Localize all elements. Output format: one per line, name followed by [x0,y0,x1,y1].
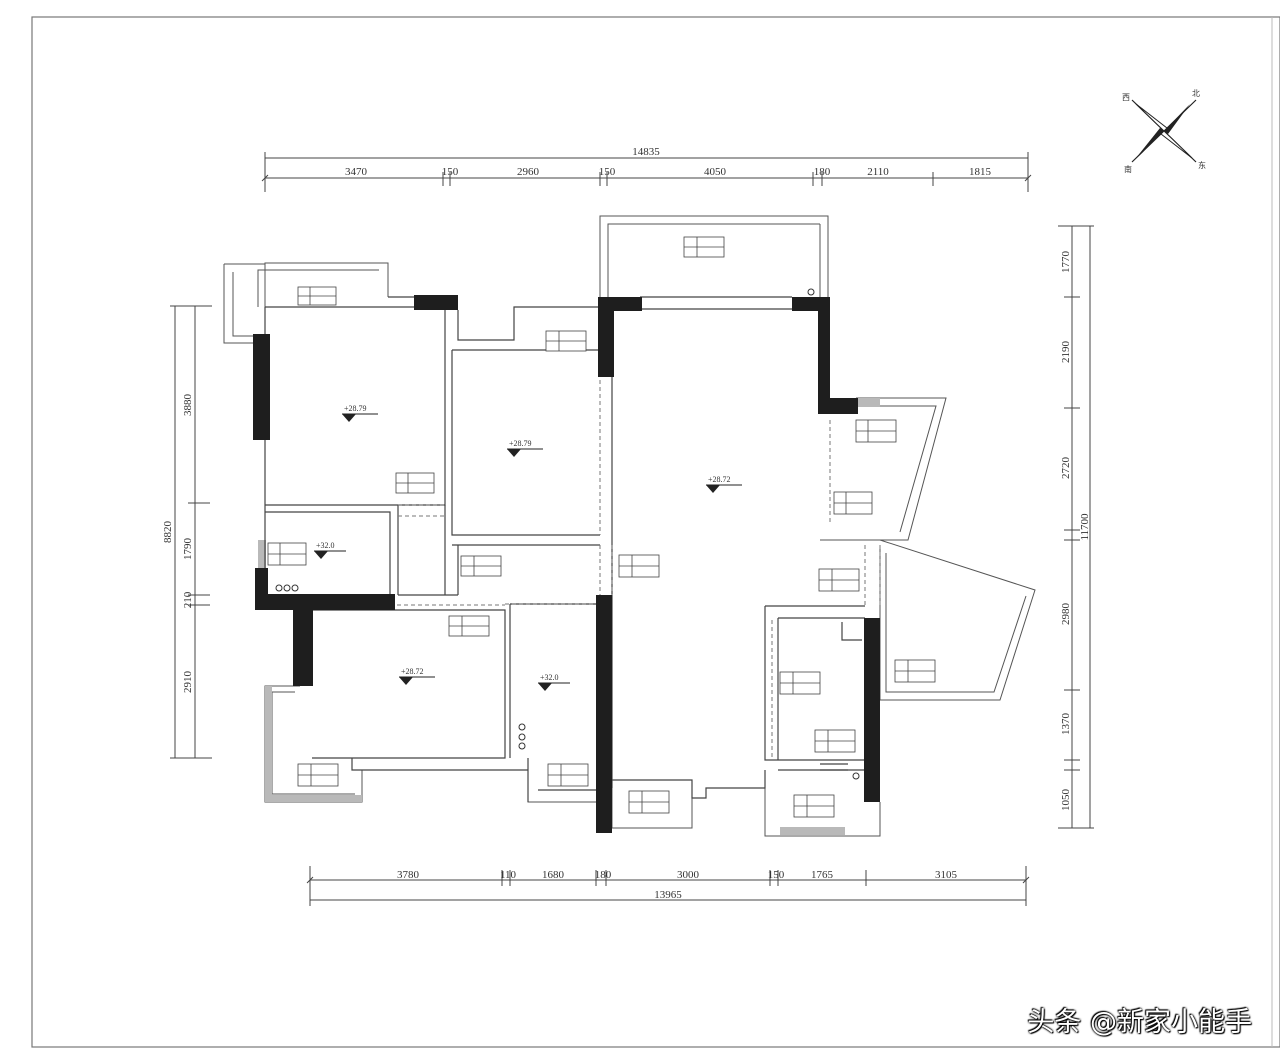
tag [545,330,587,352]
level-marker-living-room: +28.72 [706,475,742,493]
tag [460,555,502,577]
top-dim-4: 150 [599,166,616,178]
bottom-dim-5: 3000 [677,869,700,881]
level-text: +28.79 [344,404,367,413]
bottom-total-dimension: 13965 [654,889,682,901]
level-text: +32.0 [540,673,559,682]
interior-lines [264,296,865,802]
tag [395,472,435,494]
tag [297,763,339,787]
tag [547,763,589,787]
right-dim-4: 2980 [1060,603,1072,626]
tag [833,491,873,515]
bottom-dimension-chain [306,866,1030,906]
level-marker-bedroom-2: +28.79 [507,439,543,457]
tag [818,568,860,592]
left-dim-4: 2910 [182,671,194,694]
level-text: +28.79 [509,439,532,448]
top-dim-8: 1815 [969,166,992,178]
door-openings [390,380,881,758]
compass-east: 东 [1198,160,1206,170]
top-total-dimension: 14835 [632,146,660,158]
right-dim-5: 1370 [1060,713,1072,736]
level-marker-bath-2: +32.0 [538,673,570,691]
bottom-dim-8: 3105 [935,869,958,881]
tag [628,790,670,814]
level-text: +32.0 [316,541,335,550]
bottom-dim-4: 180 [595,869,612,881]
watermark: 头条 @新家小能手 [1027,1007,1252,1038]
fixtures [275,288,860,780]
level-text: +28.72 [708,475,731,484]
top-dim-5: 4050 [704,166,727,178]
tag [683,236,725,258]
left-dim-3: 210 [182,591,194,608]
left-segment-labels: 3880 1790 210 2910 [182,394,194,694]
level-marker-bedroom-1: +28.79 [342,404,378,422]
top-dim-3: 2960 [517,166,540,178]
annotation-tags [267,236,936,818]
right-total-dimension: 11700 [1079,513,1091,541]
structural-walls [253,295,880,833]
top-dim-1: 3470 [345,166,368,178]
tag [297,286,337,306]
compass-north: 北 [1192,89,1200,98]
bottom-segment-labels: 3780 110 1680 180 3000 150 1765 3105 [397,869,958,881]
left-dimension-chain [170,305,212,759]
bottom-dim-7: 1765 [811,869,834,881]
window-fills [258,398,880,835]
top-dim-2: 150 [442,166,459,178]
top-segment-labels: 3470 150 2960 150 4050 180 2110 1815 [345,166,992,178]
compass-west: 西 [1122,93,1130,102]
top-dimension-chain [261,152,1032,192]
top-dim-7: 2110 [867,166,889,178]
tag [267,542,307,566]
drawing-frame [31,16,1280,1048]
level-marker-bath-1: +32.0 [314,541,346,559]
tag [618,554,660,578]
compass-south: 南 [1124,164,1132,174]
right-dimension-chain [1058,225,1094,829]
tag [814,729,856,753]
bottom-dim-3: 1680 [542,869,565,881]
tag [793,794,835,818]
bottom-dim-6: 150 [768,869,785,881]
top-dim-6: 180 [814,166,831,178]
left-total-dimension: 8820 [162,521,174,544]
bottom-dim-1: 3780 [397,869,420,881]
compass-rose: 西 北 南 东 [1122,89,1206,174]
right-dim-3: 2720 [1060,457,1072,480]
right-dim-1: 1770 [1060,251,1072,274]
left-dim-2: 1790 [182,538,194,561]
level-marker-bedroom-3: +28.72 [399,667,435,685]
left-dim-1: 3880 [182,394,194,417]
tag [855,419,897,443]
tag [779,671,821,695]
bottom-dim-2: 110 [500,869,517,881]
tag [448,615,490,637]
level-text: +28.72 [401,667,424,676]
tag [894,659,936,683]
right-segment-labels: 1770 2190 2720 2980 1370 1050 [1060,251,1072,812]
right-dim-2: 2190 [1060,341,1072,364]
right-dim-6: 1050 [1060,789,1072,812]
